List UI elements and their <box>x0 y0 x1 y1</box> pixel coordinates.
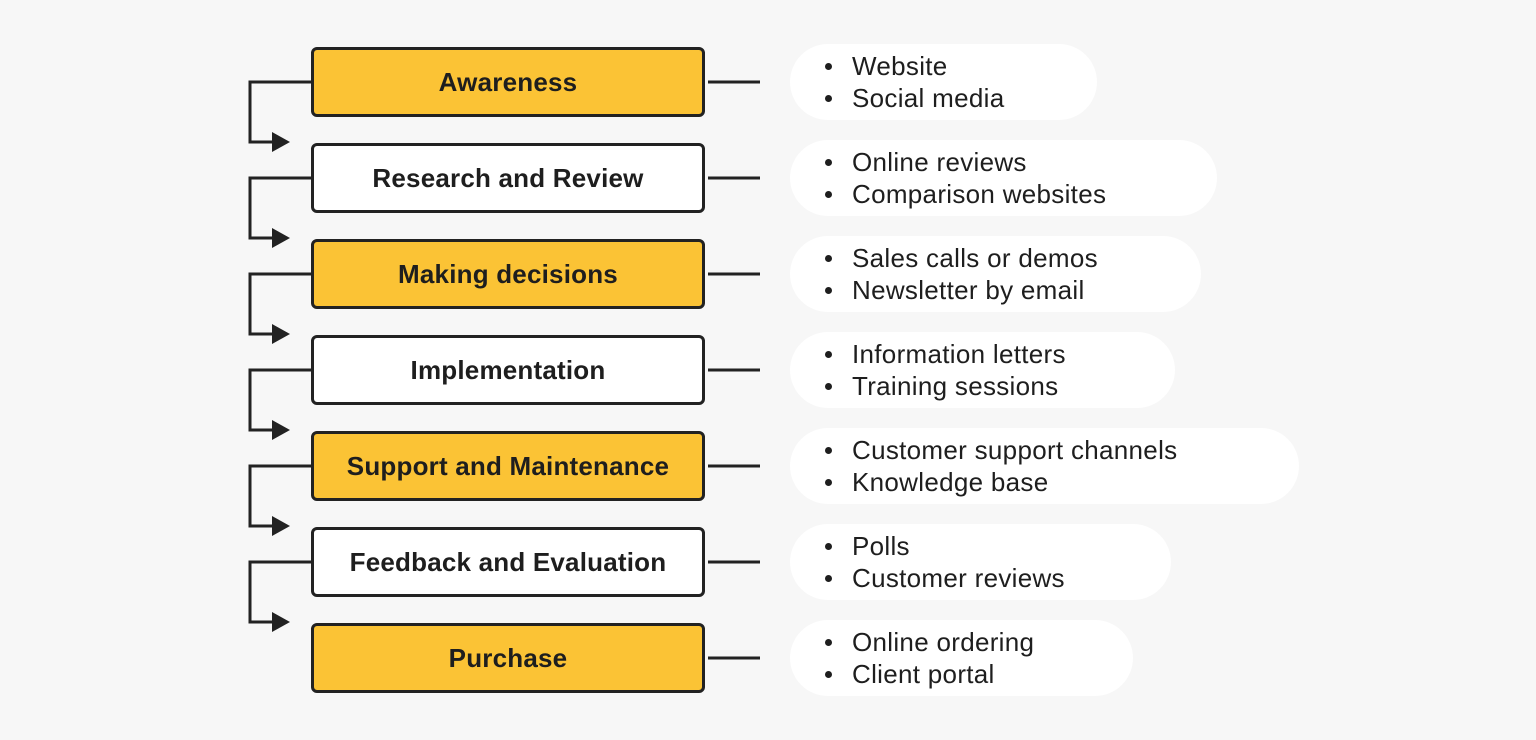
flow-connector-line <box>248 272 311 336</box>
channel-item: Polls <box>825 530 1123 562</box>
stage-label: Feedback and Evaluation <box>349 546 667 577</box>
arrowhead-icon <box>272 612 290 632</box>
channel-item: Online reviews <box>825 146 1169 178</box>
arrowhead-icon <box>272 420 290 440</box>
channel-text: Sales calls or demos <box>852 243 1098 273</box>
channel-item: Customer support channels <box>825 434 1251 466</box>
stage-label: Awareness <box>438 66 578 97</box>
flow-connector-line <box>248 464 311 528</box>
arrowhead-icon <box>272 132 290 152</box>
channel-text: Knowledge base <box>852 467 1049 497</box>
channel-item: Training sessions <box>825 370 1127 402</box>
channel-text: Customer reviews <box>852 563 1065 593</box>
channel-item: Newsletter by email <box>825 274 1153 306</box>
stage-label: Implementation <box>410 354 606 385</box>
arrowhead-icon <box>272 516 290 536</box>
stage-label: Research and Review <box>372 162 644 193</box>
stage-label: Making decisions <box>398 258 618 289</box>
channel-text: Website <box>852 51 948 81</box>
stage-label: Purchase <box>448 642 568 673</box>
channel-text: Newsletter by email <box>852 275 1085 305</box>
channel-text: Polls <box>852 531 910 561</box>
arrowhead-icon <box>272 228 290 248</box>
flow-connector-line <box>248 368 311 432</box>
channel-text: Information letters <box>852 339 1066 369</box>
stage-label: Support and Maintenance <box>346 450 670 481</box>
channel-item: Sales calls or demos <box>825 242 1153 274</box>
stage-box-making-decisions: Making decisions <box>311 239 705 309</box>
channel-text: Customer support channels <box>852 435 1178 465</box>
bullet-icon <box>825 63 832 70</box>
channel-item: Client portal <box>825 658 1085 690</box>
channel-text: Social media <box>852 83 1005 113</box>
stage-box-implementation: Implementation <box>311 335 705 405</box>
channel-text: Online ordering <box>852 627 1035 657</box>
stage-box-purchase: Purchase <box>311 623 705 693</box>
channel-text: Client portal <box>852 659 995 689</box>
stage-box-feedback-and-evaluation: Feedback and Evaluation <box>311 527 705 597</box>
bullet-icon <box>825 447 832 454</box>
bullet-icon <box>825 159 832 166</box>
bullet-icon <box>825 575 832 582</box>
arrowhead-icon <box>272 324 290 344</box>
flow-connector-line <box>248 176 311 240</box>
bullet-icon <box>825 639 832 646</box>
channel-item: Online ordering <box>825 626 1085 658</box>
bullet-icon <box>825 351 832 358</box>
stage-box-research-and-review: Research and Review <box>311 143 705 213</box>
bullet-icon <box>825 543 832 550</box>
channel-text: Online reviews <box>852 147 1027 177</box>
channel-item: Information letters <box>825 338 1127 370</box>
bullet-icon <box>825 191 832 198</box>
bullet-icon <box>825 287 832 294</box>
channel-item: Social media <box>825 82 1049 114</box>
bullet-icon <box>825 95 832 102</box>
bullet-icon <box>825 671 832 678</box>
channel-item: Comparison websites <box>825 178 1169 210</box>
channel-item: Customer reviews <box>825 562 1123 594</box>
bullet-icon <box>825 255 832 262</box>
bullet-icon <box>825 383 832 390</box>
stage-box-awareness: Awareness <box>311 47 705 117</box>
flow-connector-line <box>248 560 311 624</box>
channel-text: Training sessions <box>852 371 1059 401</box>
channel-item: Website <box>825 50 1049 82</box>
stage-box-support-and-maintenance: Support and Maintenance <box>311 431 705 501</box>
channel-text: Comparison websites <box>852 179 1107 209</box>
flow-connector-line <box>248 80 311 144</box>
channel-item: Knowledge base <box>825 466 1251 498</box>
bullet-icon <box>825 479 832 486</box>
